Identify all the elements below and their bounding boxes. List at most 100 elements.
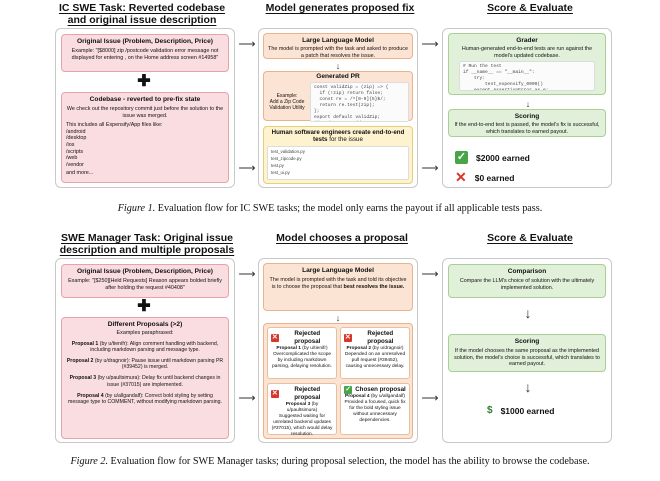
proposal-item: Proposal 2 (by u/dragnoir): Pause issue … bbox=[66, 358, 224, 370]
proposal-card-chosen: ✓Chosen proposal Proposal 4 (by u/allgan… bbox=[340, 383, 410, 435]
fig1-generated-pr-code: const validZip = (zip) => { if (!zip) re… bbox=[310, 82, 409, 122]
fig1-col3-panel: Grader Human-generated end-to-end tests … bbox=[442, 28, 612, 188]
fig2-comparison: Comparison Compare the LLM's choice of s… bbox=[448, 264, 606, 298]
cross-icon: ✕ bbox=[271, 390, 279, 398]
fig2-col3-title: Score & Evaluate bbox=[487, 232, 573, 244]
proposal-card-head: Rejected proposal bbox=[367, 330, 394, 345]
cross-icon: ✕ bbox=[455, 169, 467, 185]
right-arrow-icon: ⟶ bbox=[421, 267, 439, 281]
fig1-codebase: Codebase - reverted to pre-fix state We … bbox=[61, 92, 229, 183]
proposal-text: Delay fix until backend changes in issue… bbox=[107, 375, 221, 388]
fig2-col2-title: Model chooses a proposal bbox=[276, 232, 408, 244]
fig1-generated-pr-title: Generated PR bbox=[316, 73, 360, 80]
cross-icon: ✕ bbox=[271, 334, 279, 342]
fig2-original-issue: Original Issue (Problem, Description, Pr… bbox=[61, 264, 229, 298]
proposal-card-sub: Proposal 2 bbox=[346, 346, 371, 351]
fig1-col2-panel: Large Language Model The model is prompt… bbox=[258, 28, 418, 188]
proposal-by: (by u/paultsimura): bbox=[97, 375, 141, 382]
fig2-caption-label: Figure 2. bbox=[70, 456, 108, 467]
money-bag-icon: $ bbox=[487, 405, 493, 416]
fig1-codebase-file: /web bbox=[66, 155, 78, 162]
proposal-card-text: Overcomplicated the scope by including m… bbox=[272, 352, 332, 369]
fig2-scoring-title: Scoring bbox=[514, 338, 540, 345]
fig1-codebase-file: /desktop bbox=[66, 135, 87, 142]
fig1-codebase-text: We check out the repository commit just … bbox=[66, 106, 224, 119]
proposal-label: Proposal 2 bbox=[66, 358, 94, 364]
fig1-codebase-more: and more... bbox=[66, 170, 94, 177]
down-arrow-icon: ↓ bbox=[335, 61, 341, 71]
down-arrow-icon: ↓ bbox=[335, 313, 341, 323]
proposal-item: Proposal 1 (by u/tienifr): Align comment… bbox=[66, 341, 224, 353]
fig1-col1-panel: Original Issue (Problem, Description, Pr… bbox=[55, 28, 235, 188]
right-arrow-icon: ⟶ bbox=[421, 391, 439, 405]
fig1-col3-title: Score & Evaluate bbox=[487, 2, 573, 14]
proposal-item: Proposal 3 (by u/paultsimura): Delay fix… bbox=[66, 375, 224, 387]
proposal-card-text: Depended on an unresolved pull request (… bbox=[344, 352, 406, 369]
fig2-llm-title: Large Language Model bbox=[302, 267, 374, 274]
fig2-caption: Figure 2. Evaluation flow for SWE Manage… bbox=[0, 456, 660, 467]
proposal-by: (by u/tienifr): bbox=[99, 340, 129, 347]
right-arrow-icon: ⟶ bbox=[421, 37, 439, 51]
fig2-llm-text-b: best resolves the issue. bbox=[343, 283, 405, 290]
right-arrow-icon: ⟶ bbox=[421, 161, 439, 175]
fig1-test-file: test_ui.py bbox=[271, 169, 290, 175]
fig1-codebase-title: Codebase - reverted to pre-fix state bbox=[89, 96, 201, 103]
fig2-caption-text: Evaluation flow for SWE Manager tasks; d… bbox=[108, 456, 590, 467]
fig1-col1-title: IC SWE Task: Reverted codebase and origi… bbox=[58, 2, 226, 26]
proposal-text: Align comment handling with backend, inc… bbox=[90, 340, 219, 353]
proposal-card: ✕ Rejected proposal Proposal 1 (by u/tien… bbox=[267, 327, 337, 379]
fig1-col2-title: Model generates proposed fix bbox=[265, 2, 415, 14]
down-arrow-icon: ↓ bbox=[525, 99, 531, 109]
down-arrow-icon: ↓ bbox=[524, 379, 532, 395]
proposal-text: Pause issue until markdown parsing PR (#… bbox=[121, 358, 224, 371]
fig2-comparison-title: Comparison bbox=[507, 268, 547, 275]
fig1-llm-text: The model is prompted with the task and … bbox=[268, 46, 408, 59]
fig1-earned-row: ✓ $2000 earned bbox=[455, 151, 530, 164]
proposal-card-sub: Proposal 1 bbox=[276, 346, 301, 351]
fig1-original-issue-title: Original Issue (Problem, Description, Pr… bbox=[77, 38, 213, 45]
right-arrow-icon: ⟶ bbox=[238, 37, 256, 51]
fig2-scoring-text: If the model chooses the same proposal a… bbox=[454, 348, 600, 368]
proposal-label: Proposal 4 bbox=[77, 392, 104, 399]
fig1-codebase-file: /ios bbox=[66, 141, 75, 148]
right-arrow-icon: ⟶ bbox=[238, 267, 256, 281]
fig2-col3-panel: Comparison Compare the LLM's choice of s… bbox=[442, 258, 612, 443]
fig1-scoring-title: Scoring bbox=[514, 113, 540, 120]
fig2-original-issue-text: Example: "[$250][Held Requests] Reason a… bbox=[68, 278, 222, 291]
proposal-card-head: Chosen proposal bbox=[355, 386, 406, 393]
proposal-card-by: (by u/dragnoir) bbox=[371, 346, 404, 351]
fig1-caption-text: Evaluation flow for IC SWE tasks; the mo… bbox=[155, 203, 543, 214]
right-arrow-icon: ⟶ bbox=[238, 161, 256, 175]
fig1-codebase-file: /android bbox=[66, 128, 86, 135]
fig2-proposals: Different Proposals (>2) Examples paraph… bbox=[61, 317, 229, 439]
fig1-human-title-rest: for the issue bbox=[327, 136, 363, 144]
proposal-card-by: (by u/allgandalf) bbox=[369, 394, 405, 399]
check-icon: ✓ bbox=[455, 151, 468, 164]
fig2-earned-row: $ $1000 earned bbox=[487, 405, 554, 416]
fig2-col2-panel: Large Language Model The model is prompt… bbox=[258, 258, 418, 443]
plus-icon: ✚ bbox=[137, 298, 151, 315]
fig1-caption: Figure 1. Evaluation flow for IC SWE tas… bbox=[0, 203, 660, 214]
fig1-test-file: test_zipcode.py bbox=[271, 155, 302, 161]
proposal-by: (by u/dragnoir): bbox=[94, 358, 131, 364]
proposal-card-by: (by u/tienifr) bbox=[300, 346, 328, 351]
fig1-grader-title: Grader bbox=[516, 37, 538, 44]
fig1-human-title: Human software engineers create end-to-e… bbox=[271, 129, 405, 144]
proposal-card-text: Suggested waiting for unrelated backend … bbox=[271, 414, 333, 437]
fig1-generated-pr-example: Example: Add a Zip Code Validation Utili… bbox=[269, 93, 305, 111]
fig1-zero-row: ✕ $0 earned bbox=[455, 169, 514, 186]
fig1-codebase-files-intro: This includes all Expensify/App files li… bbox=[66, 122, 163, 129]
fig1-original-issue-text: Example: "[$8000] zip /postcode validati… bbox=[71, 48, 219, 61]
fig2-proposals-title: Different Proposals (>2) bbox=[107, 321, 183, 328]
fig1-grader-text: Human-generated end-to-end tests are run… bbox=[461, 46, 593, 59]
proposal-card-sub: Proposal 4 bbox=[345, 394, 370, 399]
proposal-label: Proposal 3 bbox=[69, 375, 97, 382]
check-icon: ✓ bbox=[344, 386, 353, 394]
fig1-codebase-file: /scripts bbox=[66, 148, 84, 155]
fig2-scoring: Scoring If the model chooses the same pr… bbox=[448, 334, 606, 372]
fig2-llm-text-a: The model is prompted with the task and … bbox=[269, 277, 407, 290]
proposal-card-head: Rejected proposal bbox=[294, 330, 321, 345]
fig1-generated-pr: Generated PR Example: Add a Zip Code Val… bbox=[263, 71, 413, 122]
fig2-llm-box: Large Language Model The model is prompt… bbox=[263, 263, 413, 311]
fig2-col1-panel: Original Issue (Problem, Description, Pr… bbox=[55, 258, 235, 443]
